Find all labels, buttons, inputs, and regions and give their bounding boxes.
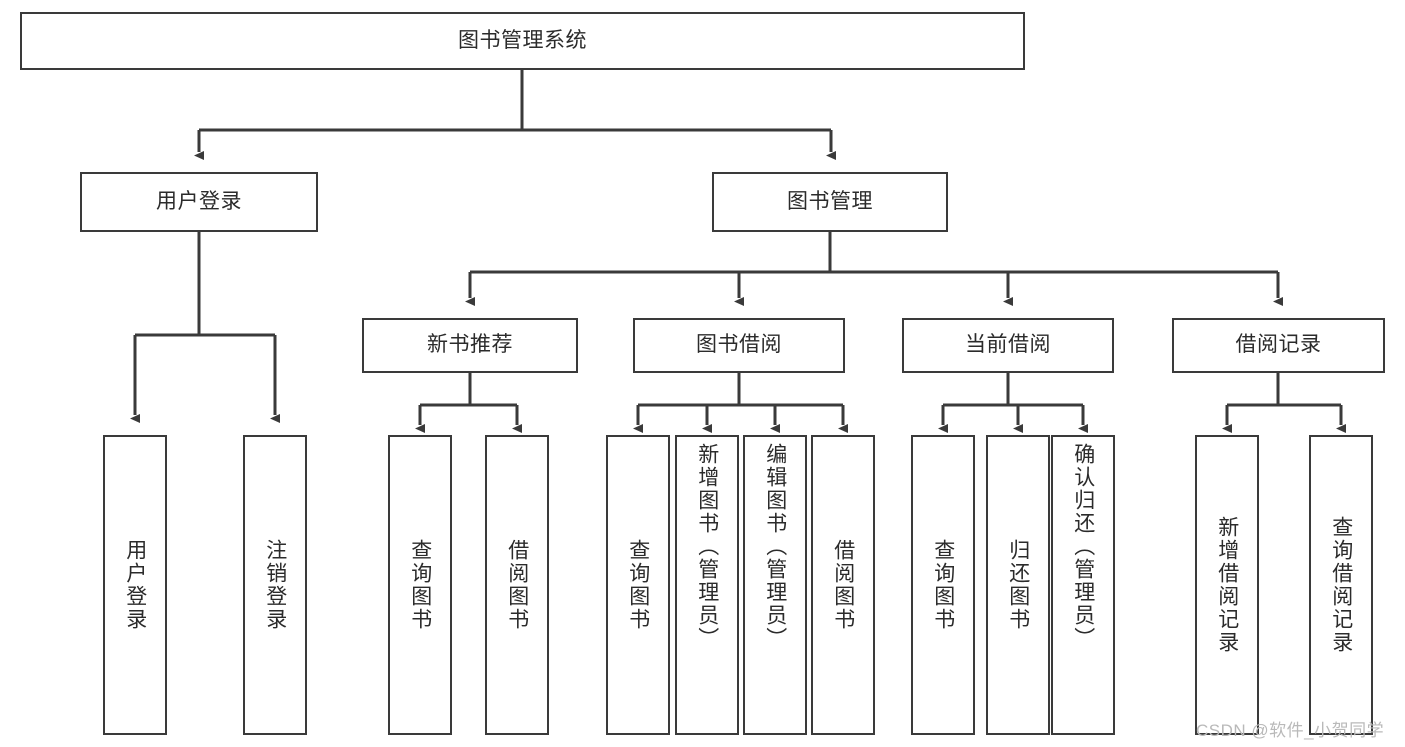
leaf-add-book-label: 新增图书（管理员） [695,443,719,650]
leaf-query-borrow-record[interactable]: 查询借阅记录 [1309,435,1373,735]
node-user-login-label: 用户登录 [156,189,242,213]
node-book-manage[interactable]: 图书管理 [712,172,948,232]
leaf-add-borrow-record[interactable]: 新增借阅记录 [1195,435,1259,735]
node-book-borrow[interactable]: 图书借阅 [633,318,845,373]
leaf-borrow-book[interactable]: 借阅图书 [811,435,875,735]
node-borrow-record-label: 借阅记录 [1235,333,1322,357]
leaf-edit-book[interactable]: 编辑图书（管理员） [743,435,807,735]
leaf-user-login-label: 用户登录 [123,539,147,631]
leaf-borrow-book-label: 借阅图书 [831,539,855,631]
node-new-book-recommend[interactable]: 新书推荐 [362,318,578,373]
node-user-login[interactable]: 用户登录 [80,172,318,232]
leaf-edit-book-label: 编辑图书（管理员） [763,443,787,650]
leaf-user-login[interactable]: 用户登录 [103,435,167,735]
node-book-manage-label: 图书管理 [787,189,873,213]
leaf-query-book-borrow-label: 查询图书 [626,539,650,631]
leaf-borrow-book-recommend-label: 借阅图书 [505,539,529,631]
leaf-add-borrow-record-label: 新增借阅记录 [1215,516,1239,654]
node-current-borrow[interactable]: 当前借阅 [902,318,1114,373]
leaf-query-book-recommend[interactable]: 查询图书 [388,435,452,735]
node-new-book-recommend-label: 新书推荐 [427,333,513,357]
leaf-query-borrow-record-label: 查询借阅记录 [1329,516,1353,654]
leaf-add-book[interactable]: 新增图书（管理员） [675,435,739,735]
leaf-confirm-return[interactable]: 确认归还（管理员） [1051,435,1115,735]
leaf-query-book-current[interactable]: 查询图书 [911,435,975,735]
leaf-return-book-label: 归还图书 [1006,539,1030,631]
node-book-borrow-label: 图书借阅 [696,333,782,357]
leaf-logout[interactable]: 注销登录 [243,435,307,735]
leaf-logout-label: 注销登录 [263,539,287,631]
csdn-watermark: CSDN @软件_小贺同学 [1196,721,1385,740]
leaf-query-book-borrow[interactable]: 查询图书 [606,435,670,735]
node-borrow-record[interactable]: 借阅记录 [1172,318,1385,373]
leaf-confirm-return-label: 确认归还（管理员） [1071,443,1095,650]
node-root-label: 图书管理系统 [458,28,587,52]
leaf-borrow-book-recommend[interactable]: 借阅图书 [485,435,549,735]
node-current-borrow-label: 当前借阅 [965,333,1051,357]
leaf-return-book[interactable]: 归还图书 [986,435,1050,735]
leaf-query-book-recommend-label: 查询图书 [408,539,432,631]
node-root[interactable]: 图书管理系统 [20,12,1025,70]
leaf-query-book-current-label: 查询图书 [931,539,955,631]
